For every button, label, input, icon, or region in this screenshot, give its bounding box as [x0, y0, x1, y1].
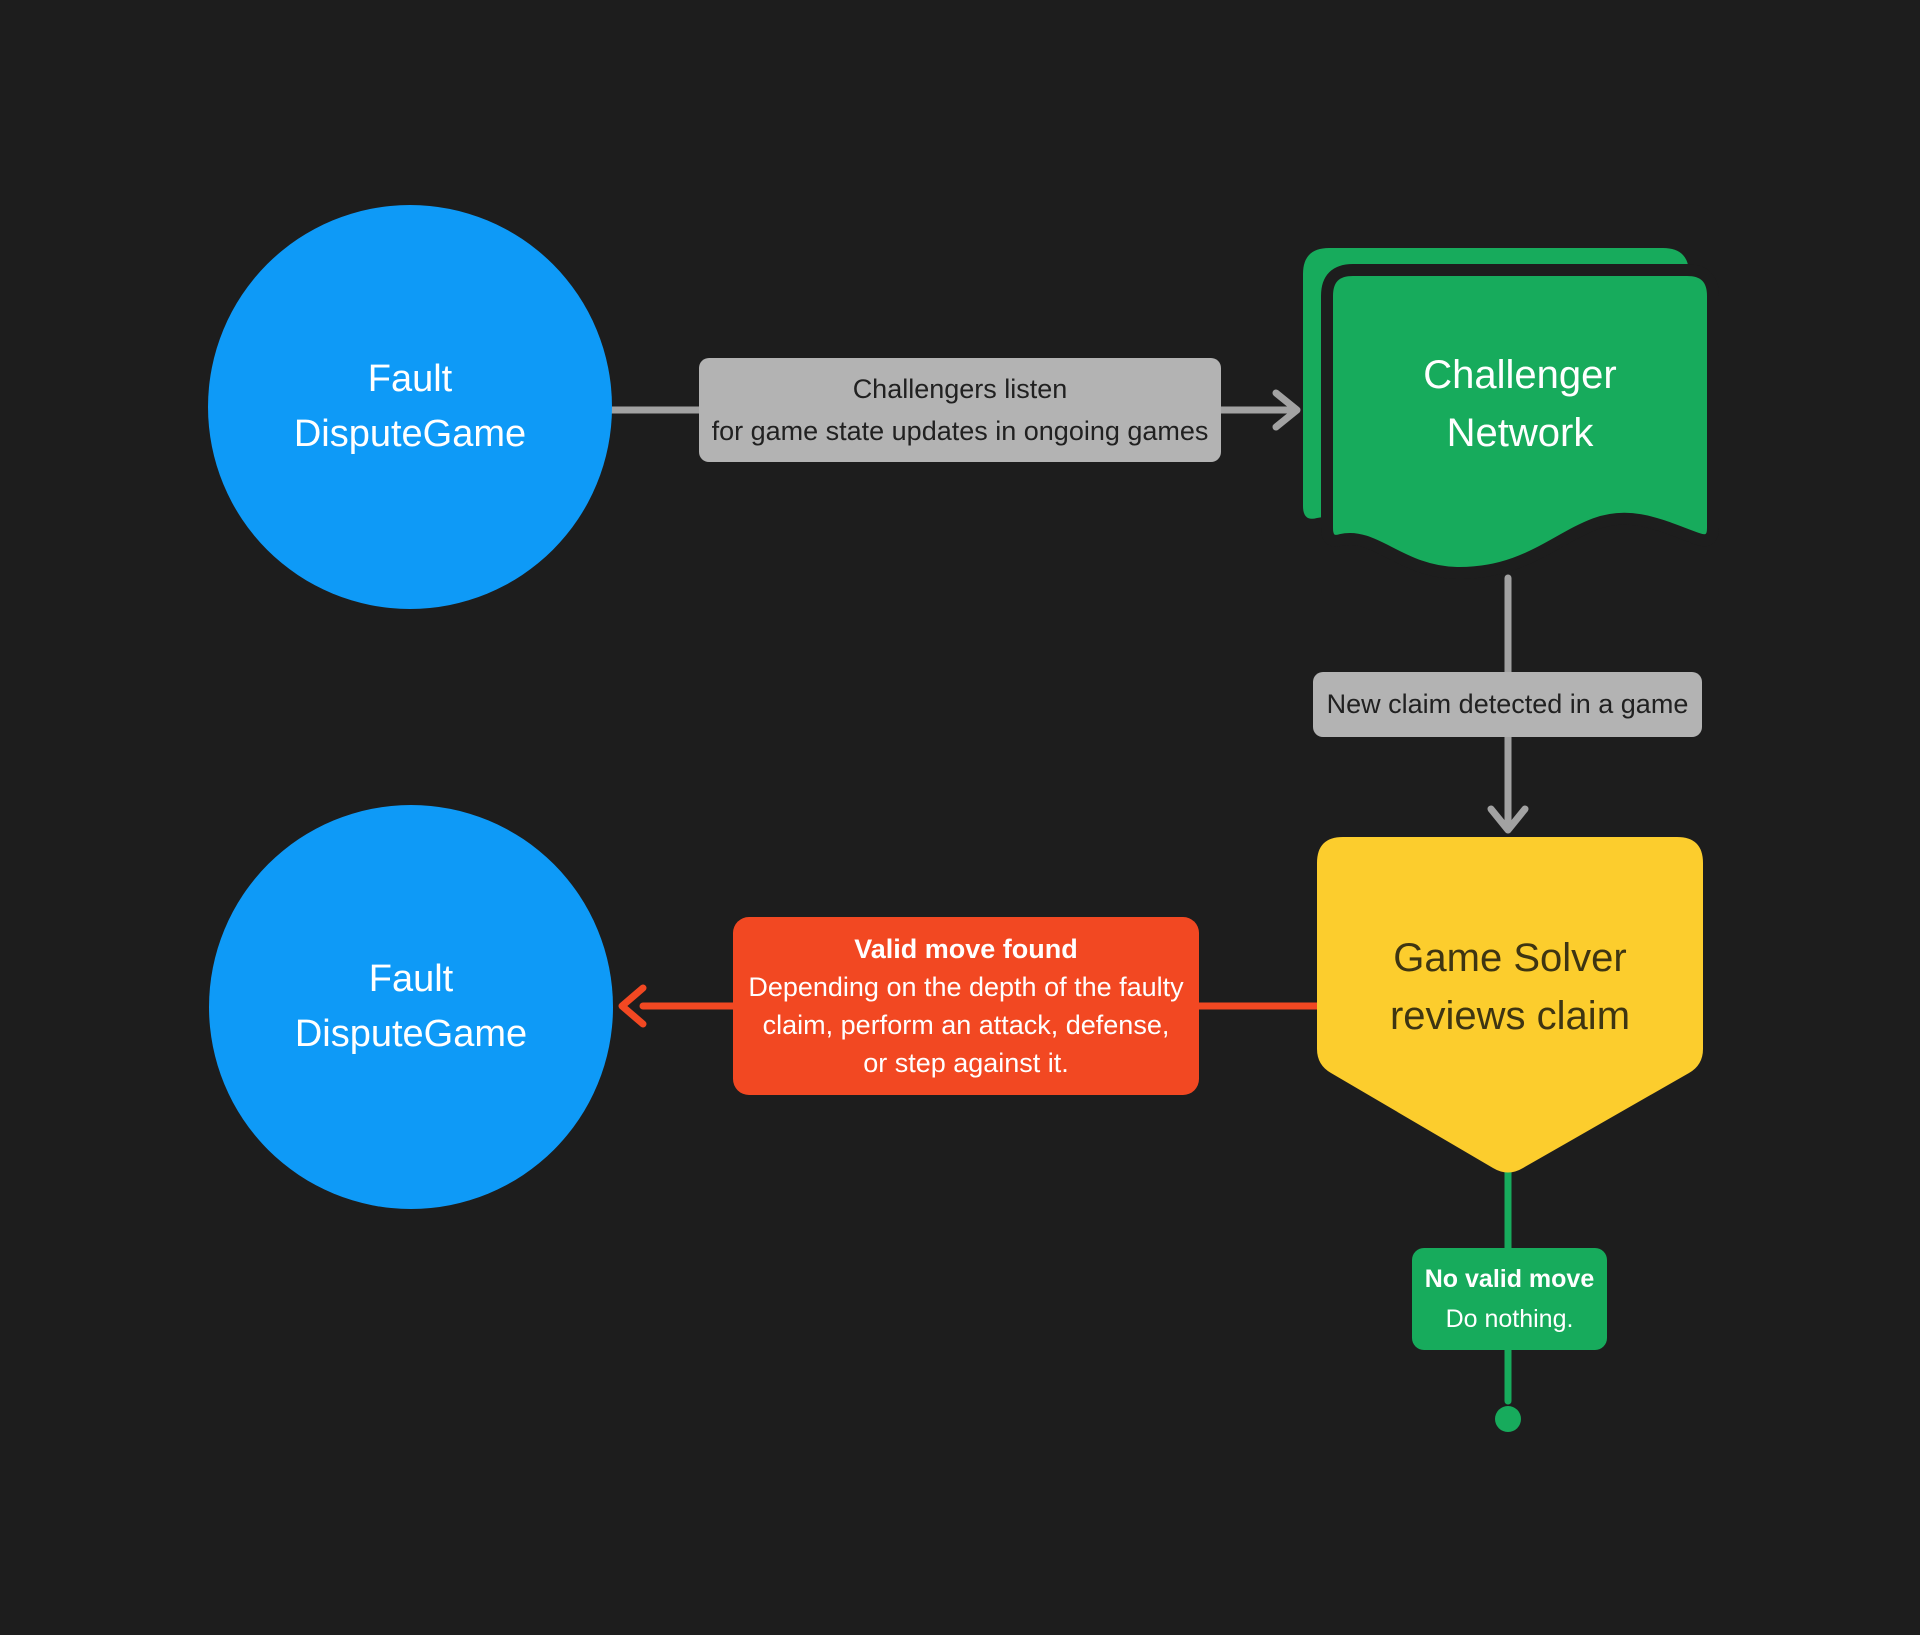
arrow-left-icon — [618, 984, 647, 1028]
node-label-line: Fault — [368, 958, 454, 1000]
node-label-line: Game Solver — [1393, 936, 1627, 980]
shield-shape — [1317, 837, 1703, 1173]
edge-label-line: claim, perform an attack, defense, — [762, 1010, 1170, 1040]
node-label-line: Network — [1446, 411, 1594, 455]
edge-label-line: Depending on the depth of the faulty — [748, 972, 1184, 1002]
arrow-down-icon — [1487, 805, 1529, 834]
edge-label-title: Valid move found — [854, 934, 1078, 964]
document-sheet-front — [1321, 264, 1719, 580]
edge-label-title: No valid move — [1424, 1265, 1595, 1293]
node-fault-dispute-game-bottom: Fault DisputeGame — [209, 805, 613, 1209]
arrow-right-icon — [1272, 389, 1301, 431]
node-fault-dispute-game-top: Fault DisputeGame — [208, 205, 612, 609]
document-stack-icon — [1303, 248, 1719, 580]
node-challenger-network: Challenger Network — [1303, 248, 1719, 584]
edge-label-line: Challengers listen — [852, 374, 1068, 404]
shield-pointer-icon — [1317, 837, 1703, 1173]
node-label-line: DisputeGame — [293, 413, 527, 455]
terminal-dot-icon — [1495, 1406, 1521, 1432]
edge-label-line: New claim detected in a game — [1326, 689, 1689, 719]
node-label-line: Challenger — [1423, 353, 1617, 397]
edge-label-new-claim: New claim detected in a game — [1313, 672, 1702, 737]
edge-label-line: Do nothing. — [1445, 1305, 1574, 1333]
node-label-line: reviews claim — [1389, 994, 1631, 1038]
edge-label-valid-move: Valid move found Depending on the depth … — [733, 917, 1199, 1095]
node-label-line: Fault — [367, 358, 453, 400]
node-label-line: DisputeGame — [294, 1013, 528, 1055]
edge-label-line: or step against it. — [863, 1048, 1069, 1078]
edge-label-no-valid-move: No valid move Do nothing. — [1412, 1248, 1607, 1350]
edge-label-line: for game state updates in ongoing games — [711, 416, 1209, 446]
node-game-solver: Game Solver reviews claim — [1317, 837, 1703, 1177]
edge-label-challengers-listen: Challengers listen for game state update… — [699, 358, 1221, 462]
